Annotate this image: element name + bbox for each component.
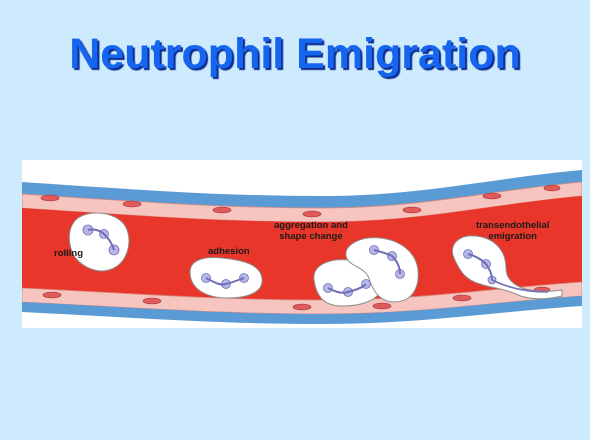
vessel-illustration [22,160,582,328]
transendothelial-label-line2: emigration [476,231,549,242]
neutrophil-emigration-diagram: rolling adhesion aggregation and shape c… [22,160,582,328]
transendothelial-label: transendothelial emigration [476,220,549,242]
aggregation-label: aggregation and shape change [274,220,348,242]
aggregation-label-line1: aggregation and [274,220,348,231]
transendothelial-label-line1: transendothelial [476,220,549,231]
adhesion-label: adhesion [208,246,250,257]
rolling-label: rolling [54,248,83,259]
aggregation-label-line2: shape change [274,231,348,242]
slide-title: Neutrophil Emigration [0,30,590,79]
